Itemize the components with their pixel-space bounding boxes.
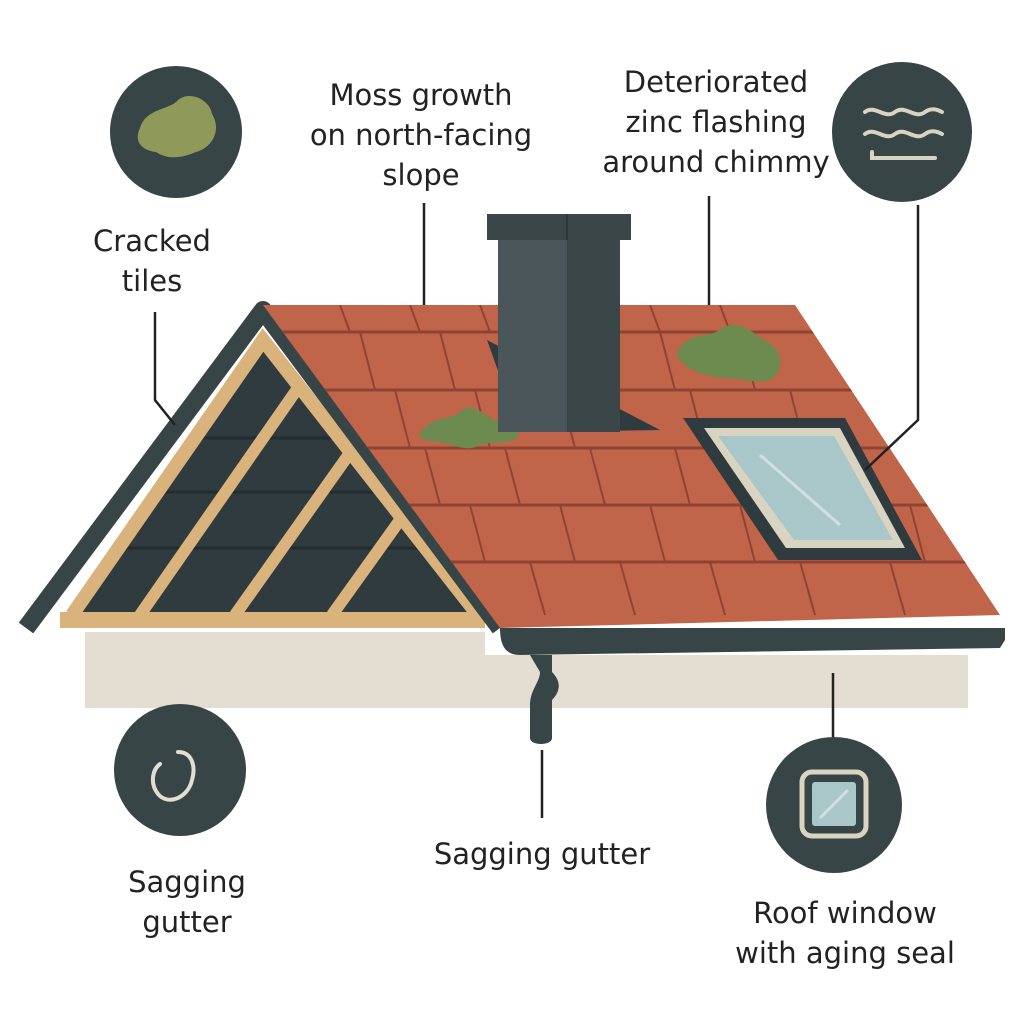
label-line: Sagging gutter	[392, 834, 692, 874]
label-moss-growth: Moss growth on north-facing slope	[276, 75, 566, 195]
label-line: Deteriorated	[576, 62, 856, 102]
label-line: Moss growth	[276, 75, 566, 115]
left-wall	[85, 632, 485, 708]
moss-patch-icon	[110, 66, 242, 198]
label-line: gutter	[92, 902, 282, 942]
window-pane-icon	[766, 737, 902, 873]
label-line: with aging seal	[700, 933, 990, 973]
label-line: Cracked	[62, 221, 242, 261]
label-sagging-gutter-left: Sagging gutter	[92, 862, 282, 942]
label-line: zinc flashing	[576, 102, 856, 142]
label-line: tiles	[62, 261, 242, 301]
label-zinc-flashing: Deteriorated zinc flashing around chimmy	[576, 62, 856, 182]
leader-cracked-tiles	[155, 312, 175, 425]
label-line: around chimmy	[576, 142, 856, 182]
ceiling-joist	[60, 612, 485, 628]
label-roof-window: Roof window with aging seal	[700, 893, 990, 973]
label-line: Roof window	[700, 893, 990, 933]
label-line: on north-facing	[276, 115, 566, 155]
label-line: slope	[276, 155, 566, 195]
label-sagging-gutter-center: Sagging gutter	[392, 834, 692, 874]
hook-icon	[114, 704, 246, 836]
label-cracked-tiles: Cracked tiles	[62, 221, 242, 301]
label-line: Sagging	[92, 862, 282, 902]
